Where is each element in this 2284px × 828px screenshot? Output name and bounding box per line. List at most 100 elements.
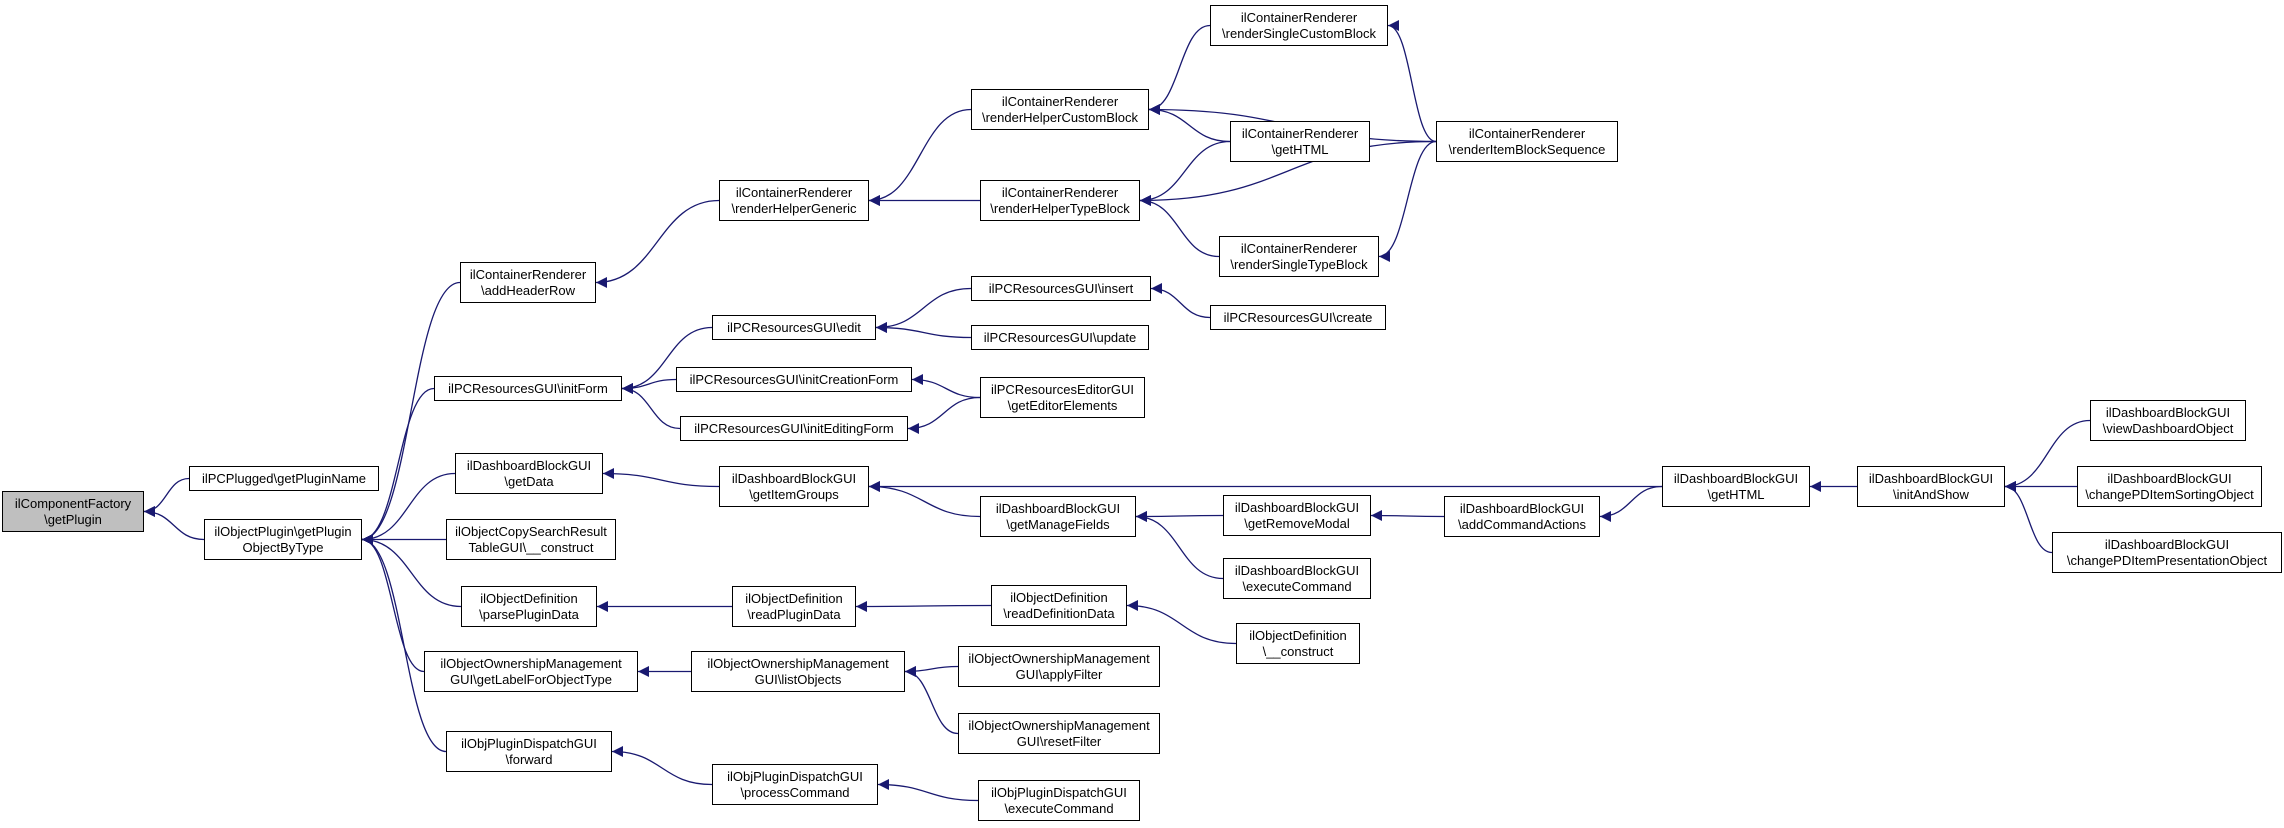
node-label-line: \addHeaderRow [481,282,575,298]
node-label-line: ilObjPluginDispatchGUI [727,768,863,784]
node-componentFactory[interactable]: ilComponentFactory\getPlugin [2,491,144,532]
node-pcResourcesInitEditingForm[interactable]: ilPCResourcesGUI\initEditingForm [680,416,908,441]
node-label-line: ilPCPlugged\getPluginName [201,470,367,486]
node-containerRendererSingleTypeBlock[interactable]: ilContainerRenderer\renderSingleTypeBloc… [1219,236,1379,277]
node-label-line: ilContainerRenderer [1240,240,1358,256]
node-label-line: \executeCommand [1004,800,1114,816]
node-objPluginDispatchForward[interactable]: ilObjPluginDispatchGUI\forward [446,731,612,772]
node-label-line: \renderHelperGeneric [731,200,857,216]
node-pcPluggedGetPluginName[interactable]: ilPCPlugged\getPluginName [189,466,379,491]
node-objPluginDispatchExecuteCommand[interactable]: ilObjPluginDispatchGUI\executeCommand [978,780,1140,821]
node-label-line: ilComponentFactory [14,495,132,511]
node-label-line: ilObjectOwnershipManagement [968,717,1150,733]
edge-containerRendererHelperCustomBlock-to-containerRendererHelperGeneric [868,108,972,206]
node-dashboardChangeSorting[interactable]: ilDashboardBlockGUI\changePDItemSortingO… [2077,466,2262,507]
node-dashboardAddCommandActions[interactable]: ilDashboardBlockGUI\addCommandActions [1444,496,1600,537]
node-label-line: \initAndShow [1893,486,1969,502]
node-dashboardViewDashboardObject[interactable]: ilDashboardBlockGUI\viewDashboardObject [2090,400,2246,441]
edge-pcResourcesInitEditingForm-to-pcResourcesInitForm [621,383,681,430]
edge-dashboardExecuteCommand-to-dashboardGetManageFields [1135,511,1224,580]
node-containerRendererAddHeaderRow[interactable]: ilContainerRenderer\addHeaderRow [460,262,596,303]
node-dashboardGetItemGroups[interactable]: ilDashboardBlockGUI\getItemGroups [719,466,869,507]
node-dashboardExecuteCommand[interactable]: ilDashboardBlockGUI\executeCommand [1223,558,1371,599]
node-label-line: ilContainerRenderer [1240,9,1358,25]
node-dashboardGetData[interactable]: ilDashboardBlockGUI\getData [455,453,603,494]
node-label-line: GUI\getLabelForObjectType [450,671,612,687]
node-label-line: ObjectByType [242,539,324,555]
node-pcResourcesInitCreationForm[interactable]: ilPCResourcesGUI\initCreationForm [676,367,912,392]
node-dashboardChangePresentation[interactable]: ilDashboardBlockGUI\changePDItemPresenta… [2052,532,2282,573]
node-label-line: ilPCResourcesGUI\edit [727,319,861,335]
edge-objPluginDispatchForward-to-objectPluginGetPluginObjectByType [361,534,447,753]
node-label-line: ilPCResourcesGUI\initForm [448,380,608,396]
node-label-line: ilObjectOwnershipManagement [968,650,1150,666]
node-label-line: \renderHelperCustomBlock [981,109,1139,125]
edge-dashboardViewDashboardObject-to-dashboardInitAndShow [2004,419,2091,492]
edge-ownershipApplyFilter-to-ownershipListObjects [904,665,959,677]
edge-containerRendererItemBlockSequence-to-containerRendererSingleCustomBlock [1387,20,1437,143]
edge-dashboardGetData-to-objectPluginGetPluginObjectByType [361,472,456,545]
node-pcResourcesUpdate[interactable]: ilPCResourcesGUI\update [971,325,1149,350]
node-label-line: ilPCResourcesGUI\create [1223,309,1373,325]
node-containerRendererItemBlockSequence[interactable]: ilContainerRenderer\renderItemBlockSeque… [1436,121,1618,162]
node-containerRendererSingleCustomBlock[interactable]: ilContainerRenderer\renderSingleCustomBl… [1210,5,1388,46]
edge-dashboardChangePresentation-to-dashboardInitAndShow [2004,481,2053,554]
node-objPluginDispatchProcessCommand[interactable]: ilObjPluginDispatchGUI\processCommand [712,764,878,805]
node-label-line: ilObjectDefinition [1249,627,1347,643]
node-label-line: ilPCResourcesGUI\initCreationForm [689,371,899,387]
edge-objectDefinitionReadDefinitionData-to-objectDefinitionReadPluginData [855,600,992,612]
node-label-line: ilObjectCopySearchResult [455,523,607,539]
node-objectDefinitionConstruct[interactable]: ilObjectDefinition\__construct [1236,623,1360,664]
edge-dashboardGetItemGroups-to-dashboardGetData [602,468,720,488]
node-label-line: \viewDashboardObject [2102,420,2234,436]
node-pcResourcesInitForm[interactable]: ilPCResourcesGUI\initForm [434,376,622,401]
node-dashboardGetRemoveModal[interactable]: ilDashboardBlockGUI\getRemoveModal [1223,495,1371,536]
node-label-line: ilContainerRenderer [1001,93,1119,109]
node-label-line: \getPlugin [44,511,102,527]
node-label-line: \renderItemBlockSequence [1448,141,1606,157]
node-pcResourcesInsert[interactable]: ilPCResourcesGUI\insert [971,276,1151,301]
node-label-line: ilDashboardBlockGUI [2104,536,2230,552]
node-label-line: ilDashboardBlockGUI [2107,470,2232,486]
node-label-line: \getEditorElements [1007,397,1118,413]
node-label-line: \renderSingleTypeBlock [1230,256,1368,272]
edge-pcResourcesInitForm-to-objectPluginGetPluginObjectByType [361,387,435,545]
node-pcResourcesEdit[interactable]: ilPCResourcesGUI\edit [712,315,876,340]
node-containerRendererHelperCustomBlock[interactable]: ilContainerRenderer\renderHelperCustomBl… [971,89,1149,130]
node-dashboardGetHTML[interactable]: ilDashboardBlockGUI\getHTML [1662,466,1810,507]
edge-objectDefinitionParsePluginData-to-objectPluginGetPluginObjectByType [361,534,462,608]
edge-pcResourcesEdit-to-pcResourcesInitForm [621,326,713,394]
node-label-line: ilDashboardBlockGUI [1234,562,1360,578]
node-pcResourcesEditorGetEditorElements[interactable]: ilPCResourcesEditorGUI\getEditorElements [980,377,1145,418]
node-containerRendererGetHTML[interactable]: ilContainerRenderer\getHTML [1230,121,1370,162]
node-containerRendererHelperGeneric[interactable]: ilContainerRenderer\renderHelperGeneric [719,180,869,221]
node-objectDefinitionReadDefinitionData[interactable]: ilObjectDefinition\readDefinitionData [991,585,1127,626]
node-objectDefinitionParsePluginData[interactable]: ilObjectDefinition\parsePluginData [461,586,597,627]
node-label-line: ilContainerRenderer [1468,125,1586,141]
edge-dashboardAddCommandActions-to-dashboardGetRemoveModal [1370,510,1445,522]
node-label-line: ilObjectDefinition [1010,589,1108,605]
node-label-line: ilDashboardBlockGUI [731,470,857,486]
edge-objectPluginGetPluginObjectByType-to-componentFactory [143,506,205,541]
edge-containerRendererSingleTypeBlock-to-containerRendererHelperTypeBlock [1139,195,1220,258]
node-pcResourcesCreate[interactable]: ilPCResourcesGUI\create [1210,305,1386,330]
edge-objPluginDispatchProcessCommand-to-objPluginDispatchForward [611,746,713,786]
node-label-line: GUI\listObjects [754,671,842,687]
node-label-line: \forward [505,751,553,767]
node-label-line: ilDashboardBlockGUI [1234,499,1360,515]
node-label-line: \getItemGroups [749,486,839,502]
node-label-line: ilObjectOwnershipManagement [440,655,622,671]
node-objectDefinitionReadPluginData[interactable]: ilObjectDefinition\readPluginData [732,586,856,627]
node-containerRendererHelperTypeBlock[interactable]: ilContainerRenderer\renderHelperTypeBloc… [980,180,1140,221]
edge-containerRendererItemBlockSequence-to-containerRendererSingleTypeBlock [1378,140,1437,262]
node-dashboardGetManageFields[interactable]: ilDashboardBlockGUI\getManageFields [980,496,1136,537]
node-dashboardInitAndShow[interactable]: ilDashboardBlockGUI\initAndShow [1857,466,2005,507]
